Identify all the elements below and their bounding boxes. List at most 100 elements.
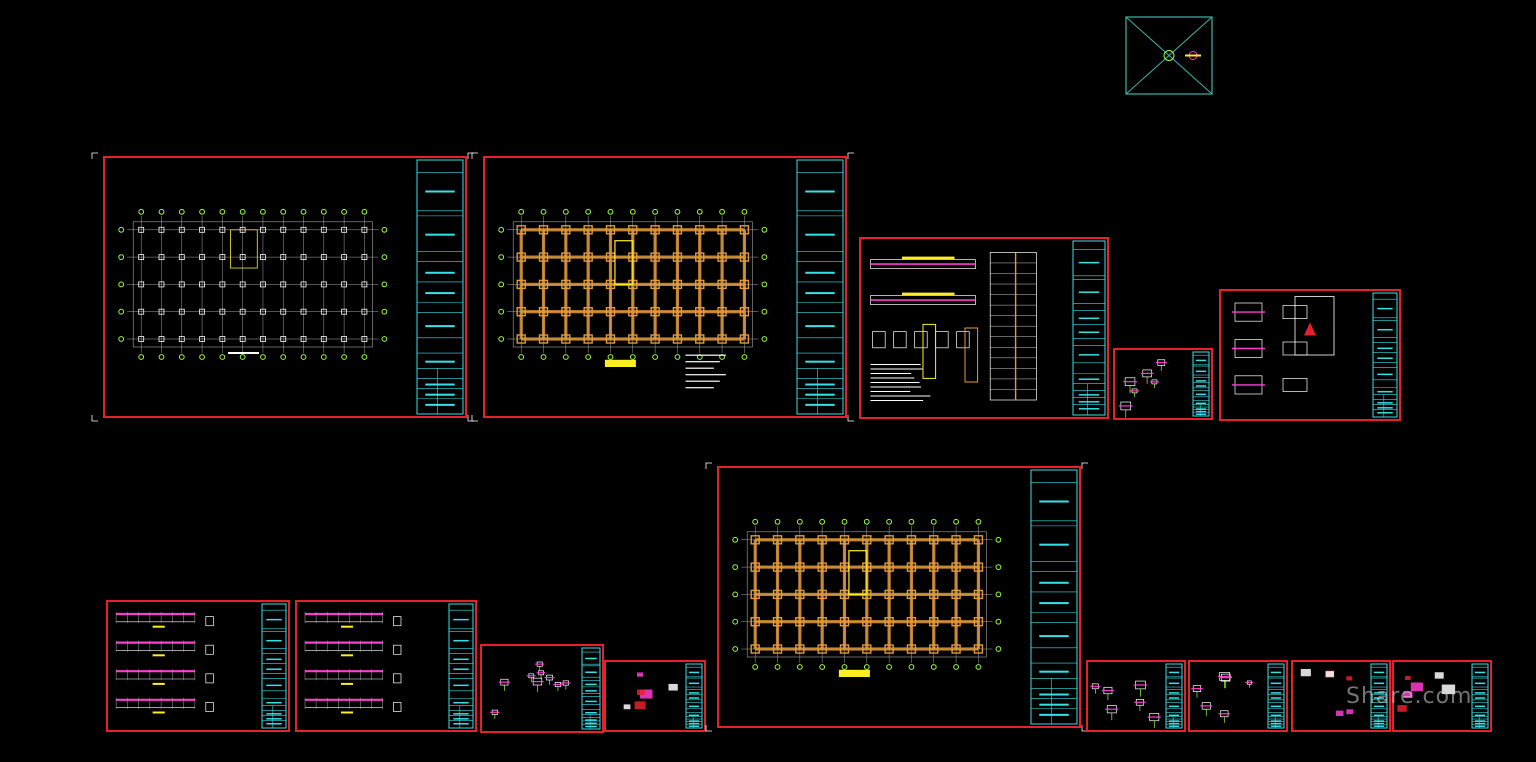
grid-bubble — [953, 664, 959, 670]
sheet-border — [106, 600, 290, 732]
sheet-detail-small-3[interactable] — [604, 660, 706, 732]
grid-bubble — [607, 354, 614, 360]
title-block — [448, 603, 474, 729]
grid-bubble — [908, 518, 915, 525]
sheet-border — [604, 660, 706, 732]
beam-elevations — [115, 612, 214, 714]
sheet-corner-mark — [1081, 462, 1088, 469]
grid-bubble — [796, 664, 803, 670]
grid-bubble — [381, 226, 388, 233]
title-block — [1072, 240, 1106, 416]
grid-bubble — [863, 518, 870, 525]
title-block — [1471, 663, 1489, 729]
detail-group — [1118, 359, 1167, 418]
grid-bubble — [930, 518, 937, 525]
grid-bubble — [341, 354, 348, 360]
grid-bubble — [118, 336, 125, 342]
grid-bubble — [260, 208, 266, 215]
grid-bubble — [320, 208, 327, 215]
stair-core — [230, 229, 258, 269]
plan-title-bar — [838, 669, 870, 677]
grid-bubble — [652, 208, 659, 215]
sheet-border — [1219, 289, 1401, 421]
sheet-border — [480, 644, 604, 733]
grid-bubble — [178, 208, 185, 215]
grid-bubble — [819, 664, 826, 670]
grid-bubble — [381, 308, 388, 315]
section-details — [1232, 296, 1335, 395]
detail-group — [490, 661, 571, 719]
stair-core — [848, 550, 868, 595]
sheet-corner-mark — [471, 415, 478, 422]
sheet-border — [1291, 660, 1391, 732]
grid-bubble — [540, 354, 547, 360]
grid-bubble — [761, 336, 768, 342]
grid-bubble — [752, 664, 759, 670]
grid-bubble — [629, 354, 636, 360]
detail-group — [1300, 669, 1354, 716]
sheet-detail-small-2[interactable] — [480, 644, 604, 733]
grid-bubble — [674, 208, 681, 215]
grid-bubble — [995, 646, 1002, 652]
grid-bubble — [995, 536, 1002, 543]
grid-bubble — [761, 226, 768, 233]
sheet-beam-elevations-1[interactable] — [106, 600, 290, 732]
grid-bubble — [498, 308, 505, 315]
grid-bubble — [741, 208, 748, 215]
plan-title-bar — [228, 352, 259, 354]
sheet-border — [103, 156, 467, 418]
view-cube-icon[interactable] — [1125, 16, 1213, 95]
grid-bubble — [975, 518, 982, 525]
grid-bubble — [774, 664, 781, 670]
floor-plan — [732, 518, 1002, 677]
grid-bubble — [118, 254, 125, 261]
sheet-ground-plan[interactable] — [91, 152, 474, 422]
sheet-detail-small-6[interactable] — [1291, 660, 1391, 732]
sheet-floor-plan[interactable] — [705, 462, 1088, 732]
sheet-corner-mark — [467, 415, 474, 422]
sheet-beam-details[interactable] — [859, 237, 1109, 419]
title-block — [1165, 663, 1183, 729]
floor-plan — [498, 208, 768, 389]
detail-group — [1191, 672, 1254, 723]
grid-bubble — [607, 208, 614, 215]
grid-bubble — [732, 564, 739, 570]
sheet-detail-small-7[interactable] — [1392, 660, 1492, 732]
sheet-border — [1113, 348, 1213, 420]
grid-bubble — [562, 354, 569, 360]
grid-bubble — [761, 308, 768, 315]
grid-bubble — [239, 354, 246, 360]
title-block — [1192, 351, 1210, 417]
sheet-corner-mark — [847, 152, 854, 159]
grid-bubble — [118, 281, 125, 288]
grid-bubble — [219, 208, 226, 215]
stair-core — [614, 240, 634, 286]
grid-bubble — [652, 354, 659, 360]
grid-bubble — [498, 336, 505, 342]
grid-bubble — [518, 208, 525, 215]
grid-bubble — [796, 518, 803, 525]
sheet-beam-elevations-2[interactable] — [295, 600, 477, 732]
grid-bubble — [732, 646, 739, 652]
grid-bubble — [361, 354, 368, 360]
grid-bubble — [562, 208, 569, 215]
sheet-border — [1392, 660, 1492, 732]
grid-bubble — [696, 208, 703, 215]
grid-bubble — [138, 208, 145, 215]
sheet-detail-small-1[interactable] — [1113, 348, 1213, 420]
grid-bubble — [908, 664, 915, 670]
grid-bubble — [841, 518, 848, 525]
sheet-detail-small-5[interactable] — [1188, 660, 1288, 732]
sheet-foundation-plan[interactable] — [471, 152, 854, 422]
grid-bubble — [719, 208, 725, 215]
grid-bubble — [280, 208, 287, 215]
grid-bubble — [774, 518, 781, 525]
grid-bubble — [886, 664, 893, 670]
sheet-corner-mark — [91, 415, 98, 422]
sheet-border — [483, 156, 847, 418]
sheet-detail-small-4[interactable] — [1086, 660, 1186, 732]
sheet-detail-sections[interactable] — [1219, 289, 1401, 421]
sheet-border — [295, 600, 477, 732]
grid-bubble — [761, 254, 768, 261]
